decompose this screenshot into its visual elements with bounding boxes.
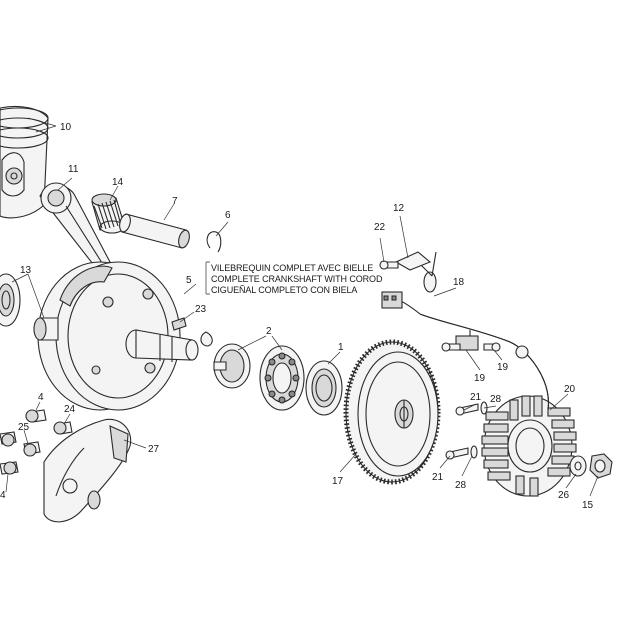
kick-lever bbox=[43, 418, 132, 523]
pickup-and-bolts bbox=[379, 251, 501, 352]
washer-and-nut bbox=[569, 453, 613, 479]
needle-bearing bbox=[91, 193, 125, 234]
callout-7: 7 bbox=[172, 196, 178, 207]
caption-line-french: VILEBREQUIN COMPLET AVEC BIELLE bbox=[211, 263, 373, 273]
callout-25: 25 bbox=[18, 422, 30, 433]
wrist-pin bbox=[119, 213, 190, 249]
callout-6: 6 bbox=[225, 210, 231, 221]
woodruff-key bbox=[200, 331, 213, 347]
crankshaft bbox=[33, 261, 199, 411]
callout-15: 15 bbox=[582, 500, 594, 511]
callout-24: 24 bbox=[64, 404, 76, 415]
callout-26: 26 bbox=[558, 490, 570, 501]
callout-4-upper: 4 bbox=[38, 392, 44, 403]
leader-lines bbox=[5, 117, 599, 497]
callout-21-upper: 21 bbox=[470, 392, 482, 403]
stator bbox=[481, 395, 577, 497]
callout-13: 13 bbox=[20, 265, 32, 276]
callout-20: 20 bbox=[564, 384, 576, 395]
caption-line-english: COMPLETE CRANKSHAFT WITH COROD bbox=[211, 274, 383, 284]
connecting-rod bbox=[39, 182, 111, 269]
caption-line-spanish: CIGUEÑAL COMPLETO CON BIELA bbox=[211, 285, 357, 295]
callout-28-upper: 28 bbox=[490, 394, 502, 405]
callout-27: 27 bbox=[148, 444, 160, 455]
oil-seal bbox=[305, 360, 343, 416]
callout-19-right: 19 bbox=[497, 362, 509, 373]
callout-10: 10 bbox=[60, 122, 72, 133]
main-bearing bbox=[0, 273, 21, 327]
lower-left-bolts bbox=[0, 409, 73, 475]
callout-labels: 10 11 14 7 6 5 13 23 2 1 4 24 25 4 27 22… bbox=[0, 122, 594, 511]
callout-17: 17 bbox=[332, 476, 344, 487]
crank-bearing-set bbox=[213, 343, 305, 411]
callout-4-lower: 4 bbox=[0, 490, 6, 501]
crankshaft-caption: VILEBREQUIN COMPLET AVEC BIELLE COMPLETE… bbox=[205, 261, 383, 295]
callout-11: 11 bbox=[68, 164, 79, 175]
callout-19-left: 19 bbox=[474, 373, 486, 384]
stator-screws bbox=[445, 401, 488, 460]
callout-18: 18 bbox=[453, 277, 465, 288]
callout-2: 2 bbox=[266, 326, 272, 337]
callout-28-lower: 28 bbox=[455, 480, 467, 491]
callout-5: 5 bbox=[186, 275, 192, 286]
flywheel-rotor bbox=[343, 339, 441, 485]
callout-14: 14 bbox=[112, 177, 124, 188]
callout-22: 22 bbox=[374, 222, 386, 233]
callout-12: 12 bbox=[393, 203, 405, 214]
callout-23: 23 bbox=[195, 304, 207, 315]
callout-21-lower: 21 bbox=[432, 472, 444, 483]
circlip bbox=[206, 231, 222, 253]
callout-1: 1 bbox=[338, 342, 344, 353]
wiring-harness bbox=[381, 251, 549, 411]
